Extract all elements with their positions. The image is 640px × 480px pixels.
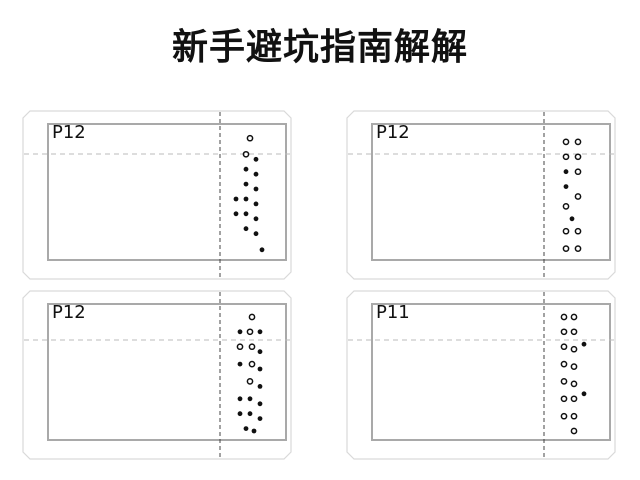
filled-dot (243, 166, 249, 172)
dot-pattern (562, 138, 582, 252)
hollow-dot (570, 380, 578, 388)
filled-dot (243, 181, 249, 187)
filled-dot (243, 196, 249, 202)
hollow-dot (560, 412, 568, 420)
filled-dot (253, 171, 259, 177)
hollow-dot (560, 360, 568, 368)
filled-dot (237, 411, 243, 417)
hollow-dot (560, 395, 568, 403)
filled-dot (233, 211, 239, 217)
filled-dot (251, 428, 257, 434)
hollow-dot (574, 193, 582, 200)
hollow-dot (570, 427, 578, 435)
ticket-outline (346, 110, 616, 280)
hollow-dot (246, 328, 254, 336)
ticket-card-3: P12 (22, 290, 292, 460)
filled-dot (581, 391, 587, 397)
hollow-dot (248, 343, 256, 351)
hollow-dot (562, 138, 570, 146)
filled-dot (243, 426, 249, 431)
hollow-dot (560, 378, 568, 385)
filled-dot (563, 169, 569, 175)
hollow-dot (574, 245, 582, 252)
filled-dot (237, 396, 243, 402)
filled-dot (257, 329, 263, 335)
filled-dot (247, 411, 253, 417)
ticket-page-label: P12 (52, 302, 86, 323)
hollow-dot (570, 412, 578, 420)
filled-dot (253, 216, 259, 222)
hollow-dot (574, 168, 582, 176)
hollow-dot (560, 328, 568, 336)
filled-dot (257, 416, 263, 421)
hollow-dot (562, 203, 570, 210)
dot-pattern (233, 134, 265, 253)
ticket-card-1: P12 (22, 110, 292, 280)
filled-dot (243, 211, 249, 217)
hollow-dot (570, 363, 578, 370)
hollow-dot (246, 134, 254, 142)
ticket-card-2: P12 (346, 110, 616, 280)
filled-dot (581, 341, 587, 347)
hollow-dot (562, 227, 570, 235)
hollow-dot (560, 343, 568, 351)
ticket-page-label: P12 (376, 122, 410, 143)
hollow-dot (570, 313, 578, 321)
filled-dot (237, 361, 243, 367)
hollow-dot (562, 153, 570, 161)
ticket-outline (346, 290, 616, 460)
hollow-dot (562, 245, 570, 252)
hollow-dot (570, 395, 578, 403)
ticket-card-4: P11 (346, 290, 616, 460)
hollow-dot (574, 138, 582, 146)
hollow-dot (242, 150, 250, 158)
filled-dot (233, 196, 239, 202)
hollow-dot (236, 343, 244, 351)
filled-dot (569, 216, 575, 222)
ticket-page-label: P12 (52, 122, 86, 143)
filled-dot (563, 184, 569, 189)
filled-dot (253, 156, 259, 162)
filled-dot (253, 186, 259, 192)
dot-pattern (236, 313, 263, 434)
hollow-dot (574, 227, 582, 235)
ticket-outline (22, 110, 292, 280)
filled-dot (253, 201, 259, 207)
hollow-dot (248, 313, 256, 321)
filled-dot (259, 247, 265, 253)
ticket-page-label: P11 (376, 302, 410, 323)
filled-dot (247, 396, 253, 402)
filled-dot (257, 366, 263, 372)
page-title: 新手避坑指南解解 (171, 27, 468, 68)
ticket-outline (22, 290, 292, 460)
filled-dot (257, 349, 263, 355)
filled-dot (257, 401, 263, 407)
hollow-dot (560, 313, 568, 321)
dot-pattern (560, 313, 587, 435)
hollow-dot (248, 360, 256, 368)
filled-dot (243, 226, 249, 232)
hollow-dot (570, 328, 578, 336)
filled-dot (257, 384, 263, 389)
hollow-dot (246, 378, 254, 385)
filled-dot (253, 231, 259, 237)
hollow-dot (574, 153, 582, 161)
filled-dot (237, 329, 243, 335)
hollow-dot (570, 345, 578, 353)
